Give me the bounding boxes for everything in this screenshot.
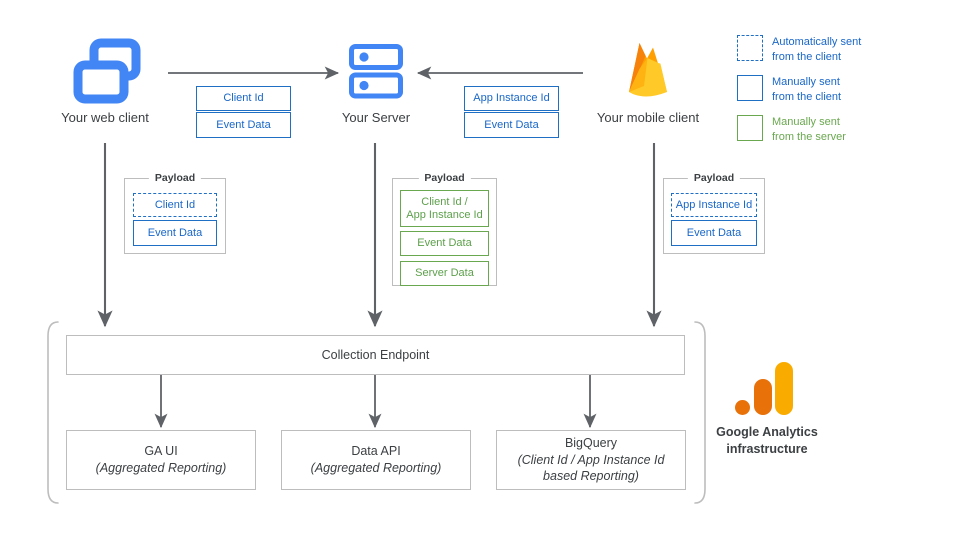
legend-label-auto-client-line2: from the client: [772, 50, 842, 63]
output-ga-ui-title: GA UI: [144, 444, 178, 459]
payload-mobile-item-event-data: Event Data: [671, 220, 757, 246]
output-ga-ui-sub: (Aggregated Reporting): [95, 461, 227, 475]
ga-infrastructure-line2: infrastructure: [726, 441, 808, 456]
legend-swatch-manual-server: [737, 115, 763, 141]
legend-label-auto-client: Automatically sent from the client: [772, 35, 861, 64]
legend-label-manual-server-line2: from the server: [772, 130, 846, 143]
legend-swatch-auto-client: [737, 35, 763, 61]
payload-server-item-ids-line2: App Instance Id: [406, 208, 483, 221]
bracket-left: [47, 321, 59, 504]
ga-infrastructure-label: Google Analytics infrastructure: [682, 424, 852, 458]
legend-label-manual-client-line1: Manually sent: [772, 76, 840, 88]
payload-mobile-title: Payload: [687, 172, 741, 184]
legend-label-manual-client: Manually sent from the client: [772, 75, 841, 104]
payload-server-title: Payload: [418, 172, 471, 184]
mobile-client-label: Your mobile client: [596, 110, 700, 125]
payload-web-title: Payload: [148, 172, 202, 184]
browser-windows-icon: [73, 38, 141, 104]
bracket-right: [694, 321, 706, 504]
server-rack-icon: [349, 44, 403, 99]
legend-label-manual-server: Manually sent from the server: [772, 115, 846, 144]
payload-server-item-ids: Client Id / App Instance Id: [400, 190, 489, 227]
server-label: Your Server: [341, 110, 411, 125]
output-box-bigquery: BigQuery (Client Id / App Instance Id ba…: [496, 430, 686, 490]
output-bigquery-title: BigQuery: [564, 435, 618, 450]
legend-label-manual-client-line2: from the client: [772, 90, 842, 103]
legend-label-auto-client-line1: Automatically sent: [772, 36, 862, 48]
payload-mobile-item-app-instance-id: App Instance Id: [671, 193, 757, 217]
output-data-api-title: Data API: [351, 444, 401, 459]
transit-mobile-event-data: Event Data: [464, 112, 559, 138]
ga-infrastructure-line1: Google Analytics: [716, 425, 818, 439]
payload-server-item-server-data: Server Data: [400, 261, 489, 286]
legend-swatch-manual-client: [737, 75, 763, 101]
transit-mobile-app-instance-id: App Instance Id: [464, 86, 559, 111]
transit-web-client-id: Client Id: [196, 86, 291, 111]
output-bigquery-sub2: based Reporting): [543, 469, 639, 484]
firebase-flame-icon: [629, 43, 667, 97]
payload-web-item-event-data: Event Data: [133, 220, 217, 246]
output-box-ga-ui: GA UI (Aggregated Reporting): [66, 430, 256, 490]
payload-web-item-client-id: Client Id: [133, 193, 217, 217]
payload-server-item-ids-line1: Client Id /: [421, 195, 468, 208]
collection-endpoint-box: Collection Endpoint: [66, 335, 685, 375]
output-data-api-sub: (Aggregated Reporting): [310, 461, 442, 475]
output-box-data-api: Data API (Aggregated Reporting): [281, 430, 471, 490]
google-analytics-bars-icon: [735, 362, 793, 415]
output-bigquery-sub: (Client Id / App Instance Id: [517, 452, 665, 467]
payload-server-item-event-data: Event Data: [400, 231, 489, 256]
transit-web-event-data: Event Data: [196, 112, 291, 138]
web-client-label: Your web client: [61, 110, 149, 125]
legend-label-manual-server-line1: Manually sent: [772, 116, 840, 128]
